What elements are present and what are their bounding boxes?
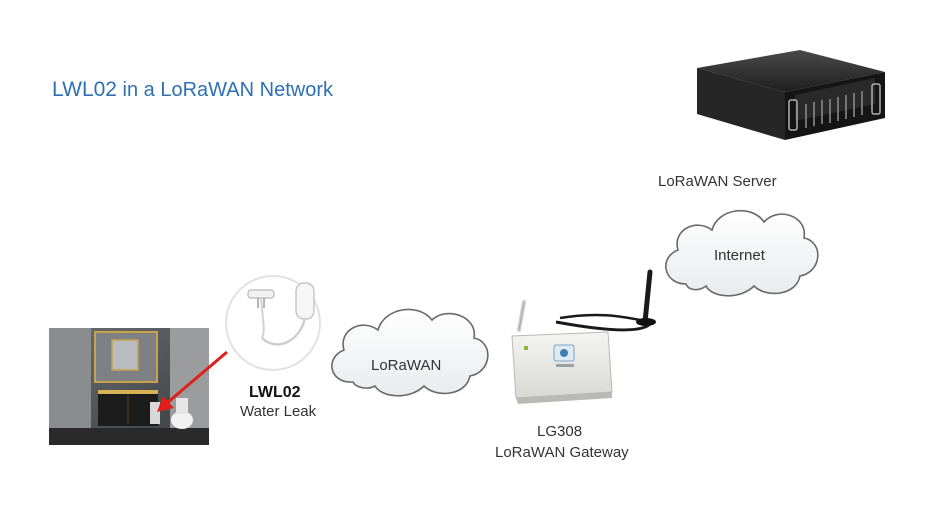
diagram-title: LWL02 in a LoRaWAN Network <box>52 78 333 102</box>
internet-cloud <box>665 209 819 297</box>
lg308-gateway-image <box>511 269 656 404</box>
title-rest: in a LoRaWAN Network <box>122 79 333 101</box>
title-model: LWL02 <box>52 78 117 101</box>
lorawan-cloud <box>331 308 489 397</box>
sensor-name: LWL02 <box>249 384 301 401</box>
lorawan-cloud-label: LoRaWAN <box>371 357 442 374</box>
internet-cloud-label: Internet <box>714 247 765 264</box>
gateway-description: LoRaWAN Gateway <box>495 444 629 461</box>
gateway-model: LG308 <box>537 423 583 440</box>
leak-arrow <box>157 350 228 412</box>
lorawan-server-image <box>697 50 885 140</box>
bathroom-image <box>49 328 209 445</box>
lwl02-sensor-image <box>225 275 321 371</box>
sensor-description: Water Leak <box>240 403 317 420</box>
server-label: LoRaWAN Server <box>658 173 777 190</box>
